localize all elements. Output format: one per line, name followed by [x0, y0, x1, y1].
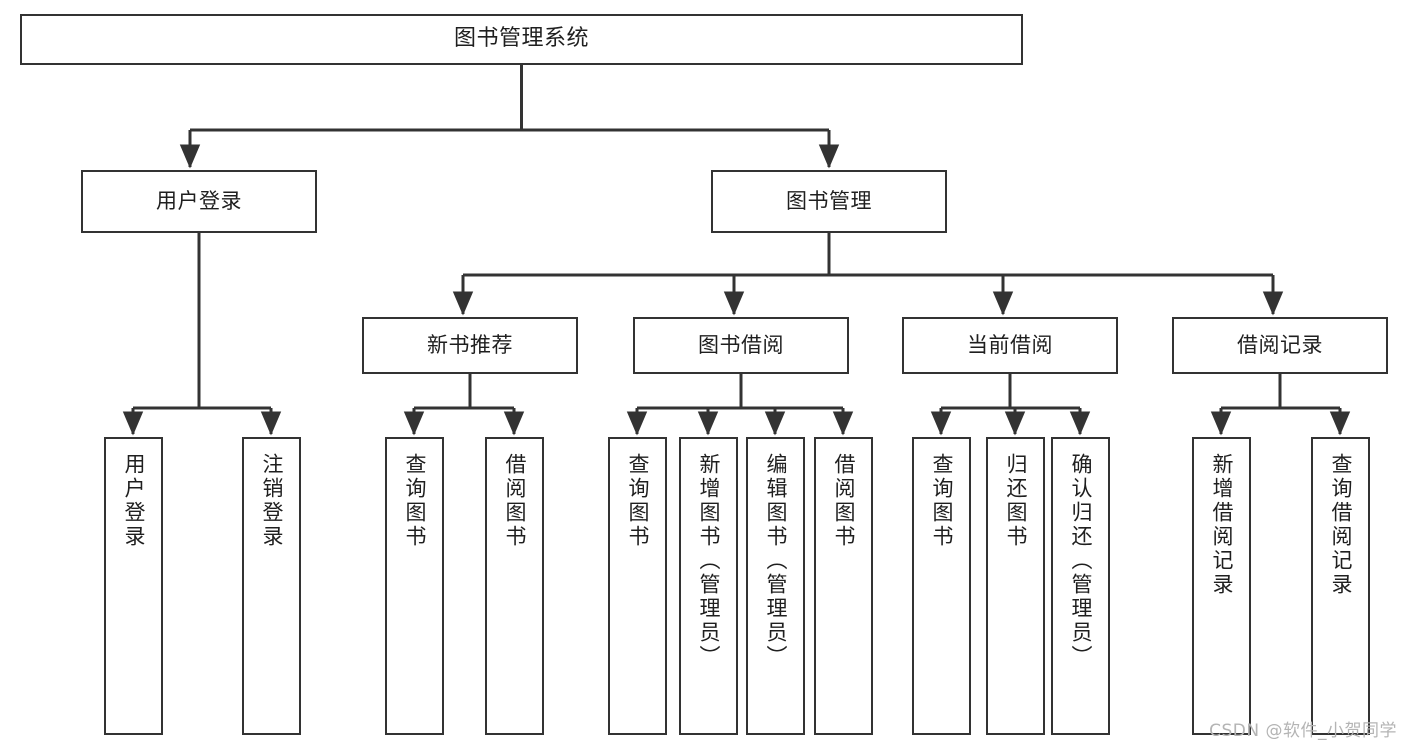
node-leaf-confirm[interactable]: 确认归还（管理员）: [1051, 437, 1110, 735]
node-leaf-add-book[interactable]: 新增图书（管理员）: [679, 437, 738, 735]
node-label: 确认归还（管理员）: [1069, 453, 1093, 669]
node-label: 查询图书: [626, 453, 650, 549]
node-label: 新增借阅记录: [1210, 453, 1234, 597]
node-label: 图书管理系统: [453, 26, 589, 52]
node-leaf-query-3[interactable]: 查询图书: [912, 437, 971, 735]
node-leaf-qry-record[interactable]: 查询借阅记录: [1311, 437, 1370, 735]
node-label: 新书推荐: [427, 332, 513, 357]
node-label: 查询图书: [403, 453, 427, 549]
node-label: 当前借阅: [967, 332, 1053, 357]
node-label: 编辑图书（管理员）: [764, 453, 788, 669]
node-leaf-edit-book[interactable]: 编辑图书（管理员）: [746, 437, 805, 735]
node-leaf-query-2[interactable]: 查询图书: [608, 437, 667, 735]
node-leaf-logout[interactable]: 注销登录: [242, 437, 301, 735]
node-book-borrow[interactable]: 图书借阅: [633, 317, 849, 374]
node-label: 图书管理: [786, 188, 872, 213]
node-leaf-add-record[interactable]: 新增借阅记录: [1192, 437, 1251, 735]
node-label: 查询借阅记录: [1329, 453, 1353, 597]
node-label: 借阅图书: [832, 453, 856, 549]
node-label: 用户登录: [122, 453, 146, 549]
node-label: 新增图书（管理员）: [697, 453, 721, 669]
node-new-book-rec[interactable]: 新书推荐: [362, 317, 578, 374]
node-label: 归还图书: [1004, 453, 1028, 549]
node-leaf-borrow-1[interactable]: 借阅图书: [485, 437, 544, 735]
node-label: 注销登录: [260, 453, 284, 549]
node-current-borrow[interactable]: 当前借阅: [902, 317, 1118, 374]
node-label: 用户登录: [156, 188, 242, 213]
node-label: 借阅记录: [1237, 332, 1323, 357]
node-leaf-user-login[interactable]: 用户登录: [104, 437, 163, 735]
node-borrow-record[interactable]: 借阅记录: [1172, 317, 1388, 374]
node-leaf-borrow-2[interactable]: 借阅图书: [814, 437, 873, 735]
node-book-manage[interactable]: 图书管理: [711, 170, 947, 233]
node-user-login[interactable]: 用户登录: [81, 170, 317, 233]
node-leaf-query-1[interactable]: 查询图书: [385, 437, 444, 735]
node-label: 借阅图书: [503, 453, 527, 549]
watermark: CSDN @软件_小贺同学: [1209, 721, 1397, 741]
node-label: 查询图书: [930, 453, 954, 549]
node-label: 图书借阅: [698, 332, 784, 357]
node-leaf-return[interactable]: 归还图书: [986, 437, 1045, 735]
node-root[interactable]: 图书管理系统: [20, 14, 1023, 65]
